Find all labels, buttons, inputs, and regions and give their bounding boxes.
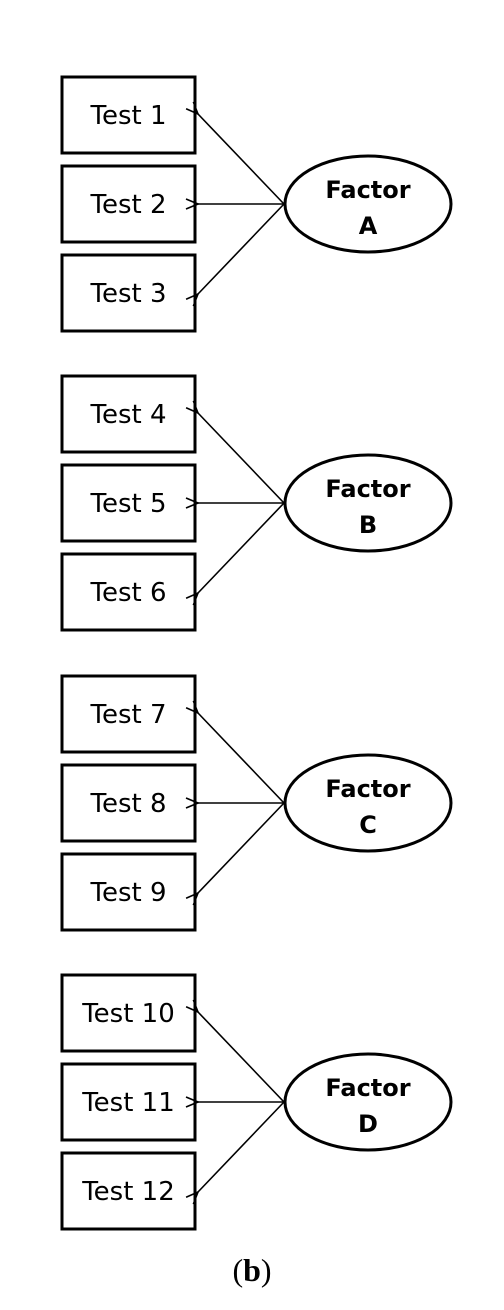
test-box: Test 8 [60, 763, 197, 843]
test-box: Test 6 [60, 552, 197, 632]
caption-letter: b [243, 1252, 261, 1288]
factor-label-line1: Factor [325, 775, 410, 803]
test-label: Test 7 [89, 700, 166, 730]
caption-open: ( [232, 1252, 244, 1288]
test-label: Test 3 [89, 279, 166, 309]
test-box: Test 9 [60, 852, 197, 932]
factor-label-line2: C [359, 811, 377, 839]
factor-label-line1: Factor [325, 475, 410, 503]
test-label: Test 12 [81, 1177, 175, 1207]
test-label: Test 1 [89, 101, 166, 131]
test-box: Test 2 [60, 164, 197, 244]
loading-arrow [198, 802, 285, 893]
test-box: Test 7 [60, 674, 197, 754]
test-box: Test 10 [60, 973, 197, 1053]
loading-arrow [198, 1012, 285, 1103]
factor-label-line1: Factor [325, 1074, 410, 1102]
test-label: Test 4 [89, 400, 166, 430]
test-label: Test 9 [89, 878, 166, 908]
loading-arrow [198, 203, 285, 294]
loading-arrow [198, 114, 285, 205]
test-box: Test 12 [60, 1151, 197, 1231]
test-box: Test 5 [60, 463, 197, 543]
factor-label-line1: Factor [325, 176, 410, 204]
test-label: Test 2 [89, 190, 166, 220]
test-box: Test 4 [60, 374, 197, 454]
caption-close: ) [260, 1252, 272, 1288]
loading-arrow [198, 1101, 285, 1192]
loading-arrow [198, 713, 285, 804]
test-label: Test 5 [89, 489, 166, 519]
test-label: Test 8 [89, 789, 166, 819]
loading-arrow [198, 413, 285, 504]
test-label: Test 10 [81, 999, 175, 1029]
test-box: Test 11 [60, 1062, 197, 1142]
loading-arrow [198, 502, 285, 593]
factor-label-line2: B [359, 511, 377, 539]
test-box: Test 3 [60, 253, 197, 333]
test-box: Test 1 [60, 75, 197, 155]
test-label: Test 11 [81, 1088, 175, 1118]
factor-label-line2: D [358, 1110, 378, 1138]
factor-label-line2: A [359, 212, 378, 240]
figure-caption: (b) [0, 1252, 504, 1289]
test-label: Test 6 [89, 578, 166, 608]
